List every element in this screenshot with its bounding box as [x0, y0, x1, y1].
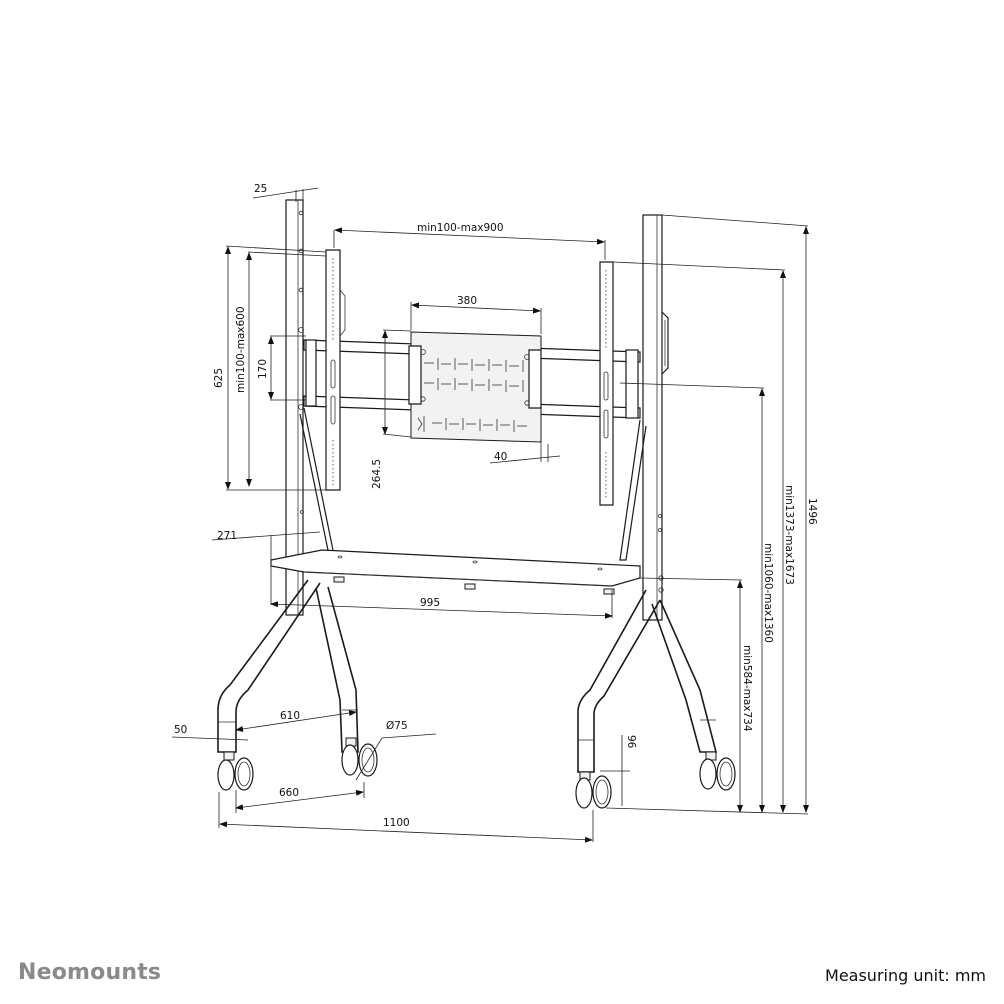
- dim-bracket-length: 625: [213, 368, 225, 388]
- dim-top-bracket-height: min1373-max1673: [783, 485, 795, 585]
- dim-plate-offset: 264.5: [371, 459, 383, 489]
- dim-center-height: min1060-max1360: [762, 543, 774, 643]
- dim-total-height: 1496: [806, 498, 818, 525]
- dim-vesa-width: min100-max900: [417, 222, 504, 234]
- caster-back-left: [341, 737, 378, 777]
- dim-vesa-height: min100-max600: [235, 306, 247, 393]
- dim-caster-spacing: 660: [279, 787, 299, 799]
- stand-drawing: [217, 199, 736, 809]
- left-upright: [285, 199, 304, 616]
- left-base: [217, 579, 359, 753]
- dim-upright-depth: 25: [254, 183, 267, 195]
- caster-back-right: [699, 751, 736, 791]
- dim-caster-diameter: Ø75: [386, 720, 408, 732]
- left-vesa-bracket: [325, 249, 346, 491]
- dim-shelf-width: 995: [420, 597, 440, 609]
- caster-front-right: [575, 771, 612, 809]
- right-vesa-bracket: [599, 261, 614, 506]
- dim-plate-width: 380: [457, 295, 477, 307]
- dim-base-width: 1100: [383, 817, 410, 829]
- dimension-lines: [171, 187, 809, 843]
- dim-inner-foot-spacing: 610: [280, 710, 300, 722]
- dim-foot-width: 50: [174, 724, 187, 736]
- dim-caster-height: 96: [625, 735, 637, 749]
- dim-plate-lip: 40: [494, 451, 507, 463]
- dim-shelf-depth: 271: [217, 530, 237, 542]
- dim-plate-height: 170: [257, 359, 269, 379]
- brand-logo: Neomounts: [18, 960, 162, 985]
- dim-shelf-height: min584-max734: [741, 645, 753, 732]
- dimension-labels: 25 min100-max900 380 625 min100-max600 1…: [174, 183, 818, 829]
- center-plate: [408, 331, 542, 443]
- right-upright: [642, 214, 669, 621]
- shelf: [270, 549, 641, 595]
- measuring-unit-label: Measuring unit: mm: [825, 966, 986, 985]
- caster-front-left: [217, 751, 254, 791]
